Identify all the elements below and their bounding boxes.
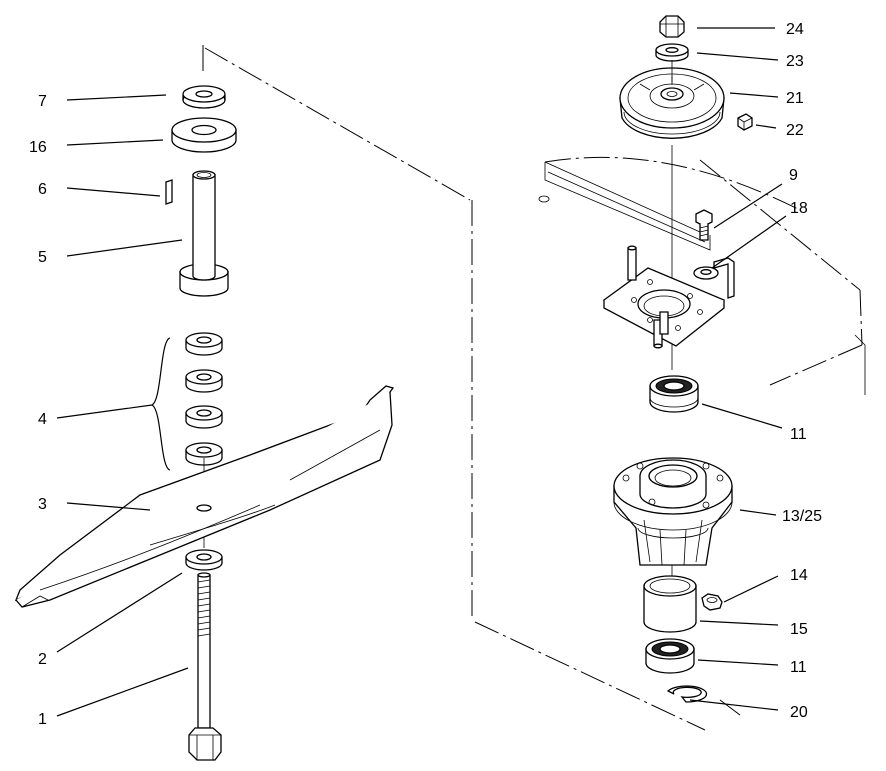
leader-lines — [56, 27, 787, 717]
callout-9: 9 — [789, 167, 798, 184]
part-20-retaining-ring — [666, 685, 708, 703]
callout-13-25: 13/25 — [782, 508, 822, 525]
callout-18: 18 — [790, 200, 808, 217]
deck-outline — [202, 45, 866, 731]
callout-20: 20 — [790, 704, 808, 721]
part-2-washer — [185, 549, 223, 571]
part-3-blade — [14, 385, 395, 608]
part-9-bolt — [695, 209, 713, 241]
callout-23: 23 — [786, 53, 804, 70]
part-11-bearing-upper — [649, 375, 699, 413]
part-13-25-spindle-housing — [613, 457, 733, 566]
callout-11-lower: 11 — [790, 659, 807, 676]
part-14-nut — [701, 593, 723, 611]
part-15-spacer — [643, 575, 697, 633]
part-1-bolt — [188, 572, 222, 761]
part-18-washer — [693, 257, 735, 299]
mounting-plate — [602, 245, 726, 349]
callout-11-upper: 11 — [790, 426, 807, 443]
part-21-pulley — [619, 67, 725, 139]
callout-16: 16 — [29, 139, 47, 156]
callout-21: 21 — [786, 90, 804, 107]
part-6-key — [165, 179, 173, 205]
part-24-nut — [659, 15, 685, 38]
callout-22: 22 — [786, 122, 804, 139]
callout-15: 15 — [790, 621, 808, 638]
deck-plate — [538, 161, 711, 251]
callout-7: 7 — [38, 93, 47, 110]
part-11-bearing-lower — [645, 638, 695, 674]
part-22-key — [737, 113, 753, 131]
callout-3: 3 — [38, 496, 47, 513]
part-4-spacers — [150, 332, 223, 471]
callout-1: 1 — [38, 711, 47, 728]
callout-2: 2 — [38, 651, 47, 668]
part-16-washer — [171, 117, 237, 153]
callout-labels: 7 16 6 5 4 3 2 1 24 23 21 22 9 18 11 13/… — [29, 21, 822, 728]
callout-6: 6 — [38, 181, 47, 198]
callout-5: 5 — [38, 249, 47, 266]
callout-14: 14 — [790, 567, 808, 584]
part-7-washer — [182, 85, 226, 109]
part-23-washer — [655, 43, 689, 62]
callout-4: 4 — [38, 411, 47, 428]
part-5-spindle-shaft — [179, 170, 229, 297]
callout-24: 24 — [786, 21, 804, 38]
